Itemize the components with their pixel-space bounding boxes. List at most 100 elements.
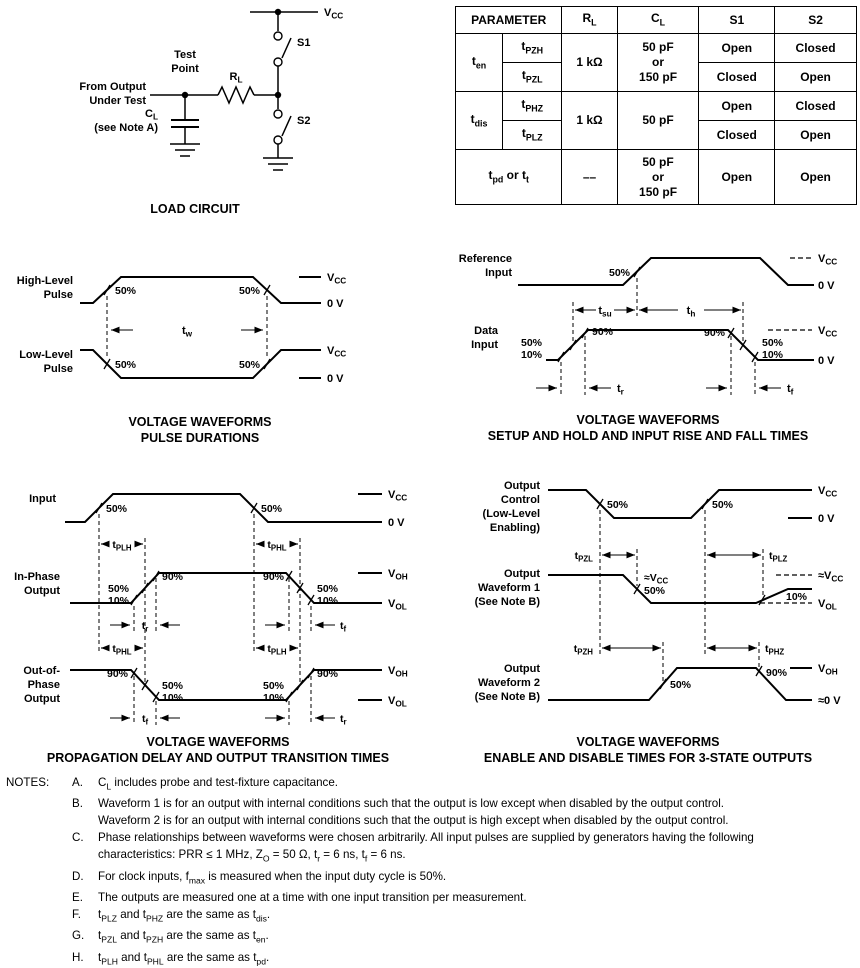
pct90-label: 90% xyxy=(107,668,129,680)
zero-v-label: 0 V xyxy=(388,517,405,529)
cell-tdis-cl: 50 pF xyxy=(616,91,700,150)
output-waveform2-label: (See Note B) xyxy=(475,691,541,703)
parameter-table: PARAMETER RL CL S1 S2 ten tPZH 1 kΩ 50 p… xyxy=(454,6,857,205)
pct90-label: 90% xyxy=(162,571,184,583)
cell-ten-pzh: tPZH xyxy=(502,33,563,63)
pct10-label: 10% xyxy=(521,349,543,361)
tplz-label: tPLZ xyxy=(769,550,788,564)
out-of-phase-label: Output xyxy=(24,693,60,705)
tplh-label: tPLH xyxy=(112,539,132,553)
note-item-a: A. CL includes probe and test-fixture ca… xyxy=(60,774,856,795)
voh-label: VOH xyxy=(388,568,408,582)
cell-tdis-phz-s1: Open xyxy=(698,91,776,121)
low-level-pulse-label: Low-Level xyxy=(19,349,73,361)
notes-label: NOTES: xyxy=(6,776,50,789)
cell-ten: ten xyxy=(454,33,504,92)
vol-label: VOL xyxy=(818,598,837,612)
note-letter: E. xyxy=(72,890,83,904)
approx-zero-label: ≈0 V xyxy=(818,695,841,707)
zero-v-label: 0 V xyxy=(327,373,344,385)
voh-label: VOH xyxy=(818,663,838,677)
reference-input-label: Reference xyxy=(459,253,512,265)
output-waveform-2 xyxy=(548,665,812,701)
pct10-label: 10% xyxy=(108,595,130,607)
pct50-label: 50% xyxy=(115,359,137,371)
cell-tdis-phz-s2: Closed xyxy=(774,91,857,121)
caption-voltage-waveforms: VOLTAGE WAVEFORMS xyxy=(128,415,271,429)
output-control-label: (Low-Level xyxy=(483,508,540,520)
pct50-label: 50% xyxy=(162,680,184,692)
tsu-label: tsu xyxy=(598,305,611,319)
tphl-label: tPHL xyxy=(267,539,286,553)
output-waveform2-label: Output xyxy=(504,663,540,675)
output-waveform2-label: Waveform 2 xyxy=(478,677,540,689)
propagation-delay-waveforms: 50% 50% VCC 0 V Input tPLH tPHL tPHL tPL… xyxy=(14,489,408,765)
pct50-label: 50% xyxy=(239,359,261,371)
cell-tdis-rl: 1 kΩ xyxy=(561,91,618,150)
tf-label: tf xyxy=(142,713,149,727)
note-letter: H. xyxy=(72,950,84,964)
note-letter: B. xyxy=(72,797,83,811)
out-of-phase-transition-measure xyxy=(110,676,335,725)
delay-measure-lines xyxy=(98,514,301,683)
cell-tdis-plz-s2: Open xyxy=(774,120,857,150)
cell-ten-pzl-s1: Closed xyxy=(698,62,776,92)
pct90-label: 90% xyxy=(592,326,614,338)
switch-s2-contact xyxy=(273,109,283,119)
note-text: CL includes probe and test-fixture capac… xyxy=(98,776,339,792)
note-item-e: E. The outputs are measured one at a tim… xyxy=(60,889,856,906)
caption-enable-disable: ENABLE AND DISABLE TIMES FOR 3-STATE OUT… xyxy=(484,751,812,765)
pct10-label: 10% xyxy=(263,692,285,704)
pct50-label: 50% xyxy=(106,503,128,515)
pct50-label: 50% xyxy=(644,585,666,597)
setup-hold-waveforms: 50% VCC 0 V Reference Input tsu th Data … xyxy=(459,253,838,443)
output-waveform1-label: (See Note B) xyxy=(475,596,541,608)
vcc-label: VCC xyxy=(818,325,837,339)
load-circuit-caption: LOAD CIRCUIT xyxy=(150,202,240,216)
th-rl: RL xyxy=(561,6,618,34)
high-level-pulse-waveform xyxy=(80,276,321,304)
th-cl: CL xyxy=(616,6,700,34)
rl-label: RL xyxy=(230,71,243,85)
pct50-label: 50% xyxy=(607,499,629,511)
caption-voltage-waveforms: VOLTAGE WAVEFORMS xyxy=(576,735,719,749)
pct50-label: 50% xyxy=(762,337,784,349)
in-phase-output-waveform xyxy=(70,570,382,606)
pct90-label: 90% xyxy=(263,571,285,583)
from-output-label: From Output xyxy=(79,81,146,93)
switch-s1-contact xyxy=(273,31,283,41)
zero-v-label: 0 V xyxy=(818,280,835,292)
cell-tpd-rl: –– xyxy=(561,149,618,205)
cl-label: CL xyxy=(145,108,158,122)
tf-label: tf xyxy=(340,620,347,634)
pct10-label: 10% xyxy=(317,595,339,607)
load-circuit-diagram: VCC S1 S2 RL Test Point From Output Unde… xyxy=(79,7,343,216)
output-waveform-1 xyxy=(548,574,812,606)
zero-v-label: 0 V xyxy=(818,355,835,367)
load-circuit-wiring xyxy=(150,8,318,171)
output-waveform1-label: Waveform 1 xyxy=(478,582,540,594)
cell-tdis-plz: tPLZ xyxy=(502,120,563,150)
tr-label: tr xyxy=(142,620,149,634)
note-text: tPLZ and tPHZ are the same as tdis. xyxy=(98,907,271,924)
note-text: tPZL and tPZH are the same as ten. xyxy=(98,929,269,945)
parameter-table-panel: PARAMETER RL CL S1 S2 ten tPZH 1 kΩ 50 p… xyxy=(454,6,857,205)
pct50-label: 50% xyxy=(239,285,261,297)
note-letter: D. xyxy=(72,869,84,883)
from-output-label: Under Test xyxy=(89,95,146,107)
th-parameter: PARAMETER xyxy=(454,6,563,34)
caption-setup-hold: SETUP AND HOLD AND INPUT RISE AND FALL T… xyxy=(488,429,808,443)
note-text: For clock inputs, fmax is measured when … xyxy=(98,869,447,885)
in-phase-label: Output xyxy=(24,585,60,597)
voh-label: VOH xyxy=(388,665,408,679)
pct50-label: 50% xyxy=(609,267,631,279)
caption-pulse-durations: PULSE DURATIONS xyxy=(141,431,260,445)
note-item-g: G. tPZL and tPZH are the same as ten. xyxy=(60,927,856,948)
note-item-d: D. For clock inputs, fmax is measured wh… xyxy=(60,868,856,889)
switch-s2-label: S2 xyxy=(297,115,310,127)
pct50-label: 50% xyxy=(712,499,734,511)
note-letter: F. xyxy=(72,907,82,921)
output-control-label: Output xyxy=(504,480,540,492)
